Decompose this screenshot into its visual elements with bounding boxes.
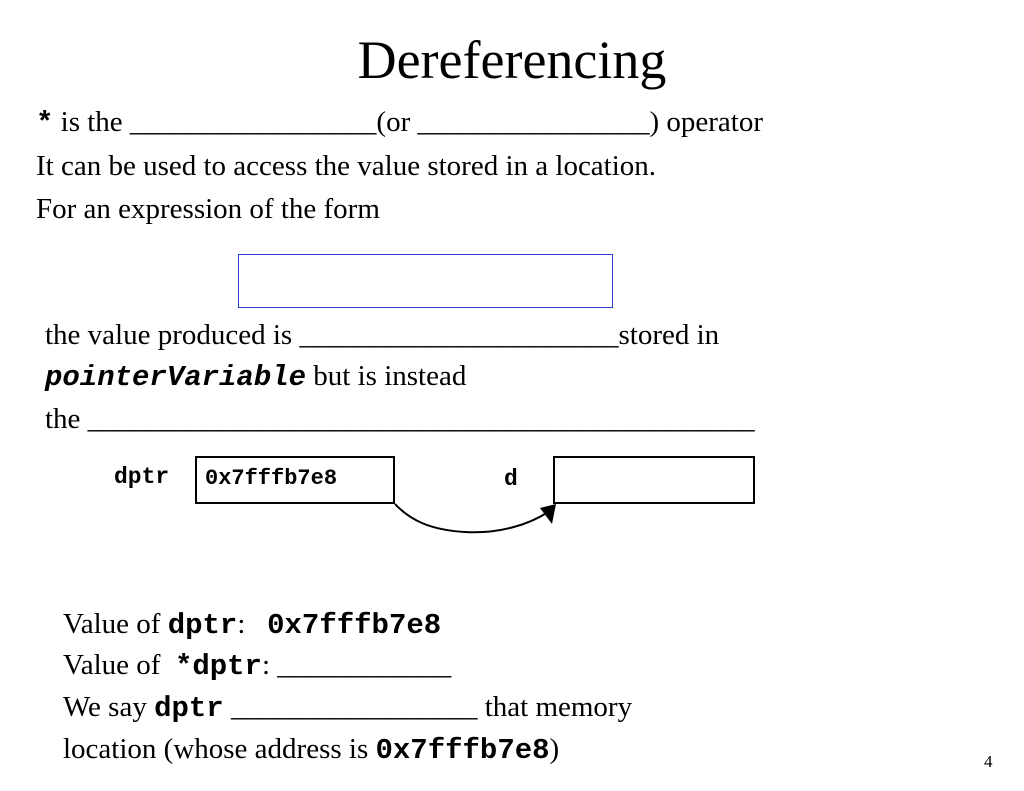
operator-line: * is the _________________(or __________…	[36, 105, 763, 141]
value-of-star-dptr-prefix: Value of	[63, 649, 175, 681]
page-number: 4	[984, 752, 993, 771]
expression-box	[238, 254, 613, 308]
location-prefix: location (whose address is	[63, 733, 376, 765]
star-symbol: *	[36, 107, 54, 140]
d-cell	[553, 456, 755, 504]
dptr-address-value: 0x7fffb7e8	[267, 609, 442, 642]
location-line: location (whose address is 0x7fffb7e8)	[63, 732, 559, 768]
dptr-cell: 0x7fffb7e8	[195, 456, 395, 504]
the-blank-line: the ____________________________________…	[45, 403, 755, 435]
value-of-dptr-line: Value of dptr: 0x7fffb7e8	[63, 607, 441, 643]
operator-line-text: is the _________________(or ____________…	[53, 106, 764, 138]
we-say-line: We say dptr _________________ that memor…	[63, 690, 632, 726]
dptr-label: dptr	[114, 464, 170, 490]
value-of-dptr-prefix: Value of	[63, 608, 168, 640]
access-line: It can be used to access the value store…	[36, 150, 657, 182]
d-label: d	[504, 466, 518, 492]
star-dptr-code: *dptr	[174, 650, 262, 683]
location-address-code: 0x7fffb7e8	[375, 734, 550, 767]
we-say-prefix: We say	[63, 691, 155, 723]
pointer-diagram: dptr 0x7fffb7e8 d	[110, 452, 760, 542]
value-produced-line: the value produced is __________________…	[45, 319, 720, 351]
expression-form-line: For an expression of the form	[36, 193, 380, 225]
value-of-star-dptr-line: Value of *dptr: ____________	[63, 648, 451, 684]
dptr-code: dptr	[167, 609, 238, 642]
pointer-arrow-icon	[394, 503, 556, 534]
we-say-suffix: _________________ that memory	[223, 691, 633, 723]
pointer-variable-line: pointerVariable but is instead	[45, 359, 466, 395]
value-of-dptr-colon: :	[237, 608, 268, 640]
location-suffix: )	[549, 733, 560, 765]
slide-title: Dereferencing	[357, 30, 667, 90]
pointer-variable-code: pointerVariable	[45, 361, 307, 394]
value-of-star-dptr-suffix: : ____________	[261, 649, 452, 681]
pointer-variable-text: but is instead	[306, 360, 467, 392]
we-say-dptr-code: dptr	[154, 692, 224, 725]
